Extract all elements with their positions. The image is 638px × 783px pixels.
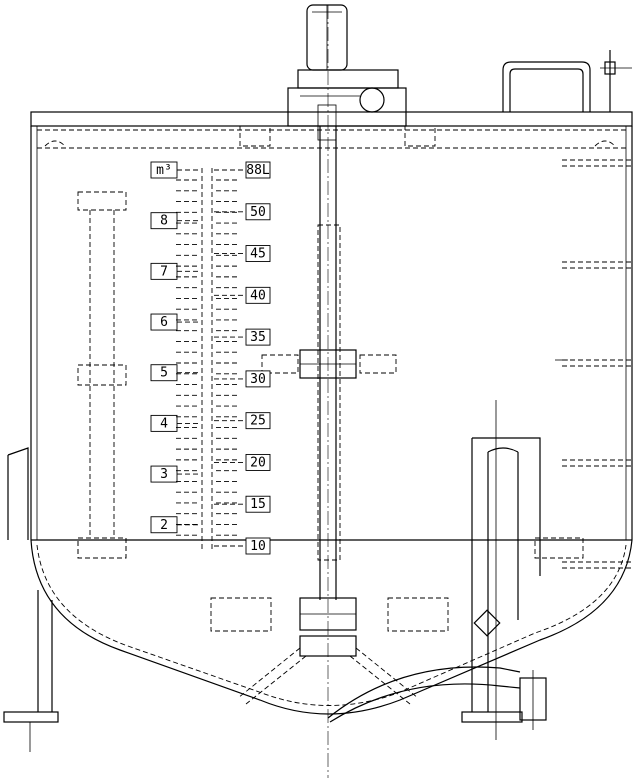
outlet-pipe-bottom bbox=[329, 683, 521, 723]
scale-right-label-9-box bbox=[245, 537, 271, 555]
right-foot bbox=[461, 711, 523, 723]
scale-right-label-7: 20 bbox=[250, 455, 266, 470]
bottom-head-inner bbox=[36, 544, 627, 706]
scale-right-label-4: 35 bbox=[250, 330, 266, 345]
lower-blade-right bbox=[387, 597, 449, 632]
scale-left-label-7: 2 bbox=[160, 518, 168, 533]
incl-blade-left-b bbox=[245, 655, 307, 705]
scale-left-label-5: 4 bbox=[160, 416, 168, 431]
shaft-sleeve bbox=[317, 224, 341, 561]
scale-right-label-1: 50 bbox=[250, 205, 266, 220]
gearbox-top bbox=[297, 69, 399, 89]
scale-right-label-4-box bbox=[245, 328, 271, 346]
top-nozzle-right bbox=[594, 140, 616, 147]
top-flange bbox=[30, 111, 633, 127]
right-flange-dash bbox=[534, 537, 584, 559]
scale-right-label-0-box bbox=[245, 161, 271, 179]
outlet-pipe-top bbox=[327, 666, 521, 719]
scale-left-label-3: 6 bbox=[160, 315, 168, 330]
right-leg-top bbox=[472, 437, 541, 576]
lower-blade-left bbox=[210, 597, 272, 632]
gauge-top-bracket bbox=[77, 191, 127, 211]
scale-left-label-4: 5 bbox=[160, 366, 168, 381]
lifting-lug-inner bbox=[509, 68, 584, 112]
left-leg-top bbox=[7, 447, 29, 540]
top-nozzle-left bbox=[44, 140, 66, 147]
scale-right-label-7-box bbox=[245, 453, 271, 471]
scale-right-label-0: 88L bbox=[246, 163, 270, 178]
scale-left-label-0: m³ bbox=[156, 163, 172, 178]
right-leg-valve bbox=[473, 609, 501, 637]
right-leg-pipe-top bbox=[487, 447, 519, 453]
upper-blade-left bbox=[261, 354, 299, 374]
scale-right-label-5: 30 bbox=[250, 372, 266, 387]
scale-right-label-9: 10 bbox=[250, 539, 266, 554]
incl-blade-right-a bbox=[355, 647, 419, 699]
bottom-flange-dash bbox=[77, 537, 127, 559]
right-leg bbox=[461, 400, 541, 740]
scale-right-label-1-box bbox=[245, 203, 271, 221]
lifting-lug-outer bbox=[502, 61, 591, 112]
scale-right-label-2: 45 bbox=[250, 247, 266, 262]
scale-right-label-6-box bbox=[245, 412, 271, 430]
incl-blade-right-b bbox=[349, 655, 411, 705]
scale-left-label-6: 3 bbox=[160, 467, 168, 482]
top-hatch-left bbox=[239, 125, 271, 147]
scale-right-label-6: 25 bbox=[250, 414, 266, 429]
scale-right-label-3: 40 bbox=[250, 288, 266, 303]
scale-left-label-1: 8 bbox=[160, 214, 168, 229]
bottom-hub bbox=[299, 635, 357, 657]
gearbox-boss bbox=[359, 87, 385, 113]
top-hatch-right bbox=[404, 125, 436, 147]
scale-right-label-8: 15 bbox=[250, 497, 266, 512]
bottom-head-outer bbox=[30, 539, 633, 715]
scale-labels: m³ 8 7 6 5 4 3 2 88L 50 45 40 35 30 25 20 15 10 bbox=[150, 161, 271, 555]
incl-blade-left-a bbox=[237, 647, 301, 699]
scale-right-label-2-box bbox=[245, 245, 271, 263]
upper-blade-right bbox=[359, 354, 397, 374]
gearbox-body bbox=[287, 87, 407, 127]
gauge-mid-bracket bbox=[77, 364, 127, 386]
scale-right-label-8-box bbox=[245, 495, 271, 513]
coupling bbox=[317, 104, 337, 141]
volume-scale bbox=[201, 168, 213, 550]
side-nozzles bbox=[555, 159, 632, 569]
scale-right-label-3-box bbox=[245, 286, 271, 304]
scale-left-label-2: 7 bbox=[160, 264, 168, 279]
left-foot bbox=[3, 711, 59, 723]
gauge-bottom-bracket bbox=[77, 537, 127, 559]
scale-right-label-5-box bbox=[245, 370, 271, 388]
left-leg bbox=[3, 447, 59, 752]
